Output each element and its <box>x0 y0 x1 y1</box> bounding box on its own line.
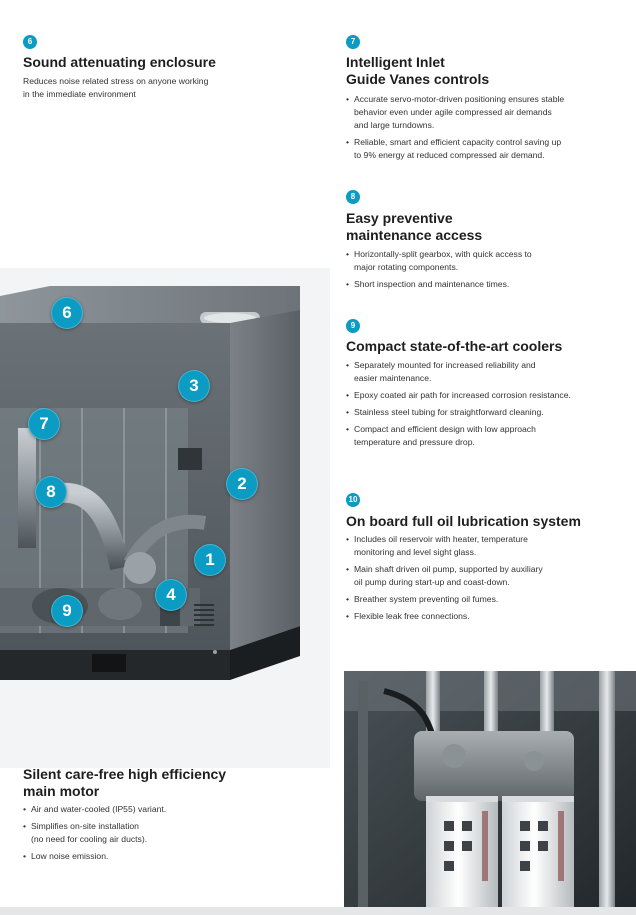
section-6-description: Reduces noise related stress on anyone w… <box>23 76 209 99</box>
section-9-bullet-list: Separately mounted for increased reliabi… <box>346 359 636 453</box>
bullet-item: Breather system preventing oil fumes. <box>346 593 636 606</box>
section-8-title: Easy preventive maintenance access <box>346 210 483 243</box>
callout-4: 4 <box>155 579 187 611</box>
callout-6: 6 <box>51 297 83 329</box>
bullet-item: Horizontally-split gearbox, with quick a… <box>346 248 636 274</box>
oil-filter-drawing <box>344 671 636 907</box>
section-7-title: Intelligent Inlet Guide Vanes controls <box>346 54 490 87</box>
bullet-item: Epoxy coated air path for increased corr… <box>346 389 636 402</box>
callout-9: 9 <box>51 595 83 627</box>
section-9-number-badge: 9 <box>346 319 360 333</box>
page-bottom-strip <box>0 907 636 915</box>
compressor-drawing <box>0 268 330 768</box>
section-8-number-badge: 8 <box>346 190 360 204</box>
callout-3: 3 <box>178 370 210 402</box>
bullet-item: Air and water-cooled (IP55) variant. <box>23 803 323 816</box>
section-6-number-badge: 6 <box>23 35 37 49</box>
bullet-item: Low noise emission. <box>23 850 323 863</box>
bullet-item: Stainless steel tubing for straightforwa… <box>346 406 636 419</box>
bullet-item: Accurate servo-motor-driven positioning … <box>346 93 636 132</box>
section-11-title: Silent care-free high efficiency main mo… <box>23 766 227 799</box>
bullet-item: Flexible leak free connections. <box>346 610 636 623</box>
section-7-number-badge: 7 <box>346 35 360 49</box>
bullet-item: Main shaft driven oil pump, supported by… <box>346 563 636 589</box>
callout-1: 1 <box>194 544 226 576</box>
section-7-bullet-list: Accurate servo-motor-driven positioning … <box>346 93 636 166</box>
section-10-number-badge: 10 <box>346 493 360 507</box>
callout-8: 8 <box>35 476 67 508</box>
compressor-machine-illustration: 6 3 7 2 8 1 4 9 <box>0 268 330 768</box>
section-11-bullet-list: Air and water-cooled (IP55) variant. Sim… <box>23 803 323 867</box>
bullet-item: Simplifies on-site installation (no need… <box>23 820 323 846</box>
callout-7: 7 <box>28 408 60 440</box>
section-9-title: Compact state-of-the-art coolers <box>346 338 563 354</box>
section-10-bullet-list: Includes oil reservoir with heater, temp… <box>346 533 636 627</box>
bullet-item: Compact and efficient design with low ap… <box>346 423 636 449</box>
callout-2: 2 <box>226 468 258 500</box>
bullet-item: Short inspection and maintenance times. <box>346 278 636 291</box>
section-6-title: Sound attenuating enclosure <box>23 54 216 70</box>
section-8-bullet-list: Horizontally-split gearbox, with quick a… <box>346 248 636 295</box>
section-10-title: On board full oil lubrication system <box>346 513 581 529</box>
bullet-item: Reliable, smart and efficient capacity c… <box>346 136 636 162</box>
oil-filter-photo <box>344 671 636 907</box>
bullet-item: Includes oil reservoir with heater, temp… <box>346 533 636 559</box>
bullet-item: Separately mounted for increased reliabi… <box>346 359 636 385</box>
